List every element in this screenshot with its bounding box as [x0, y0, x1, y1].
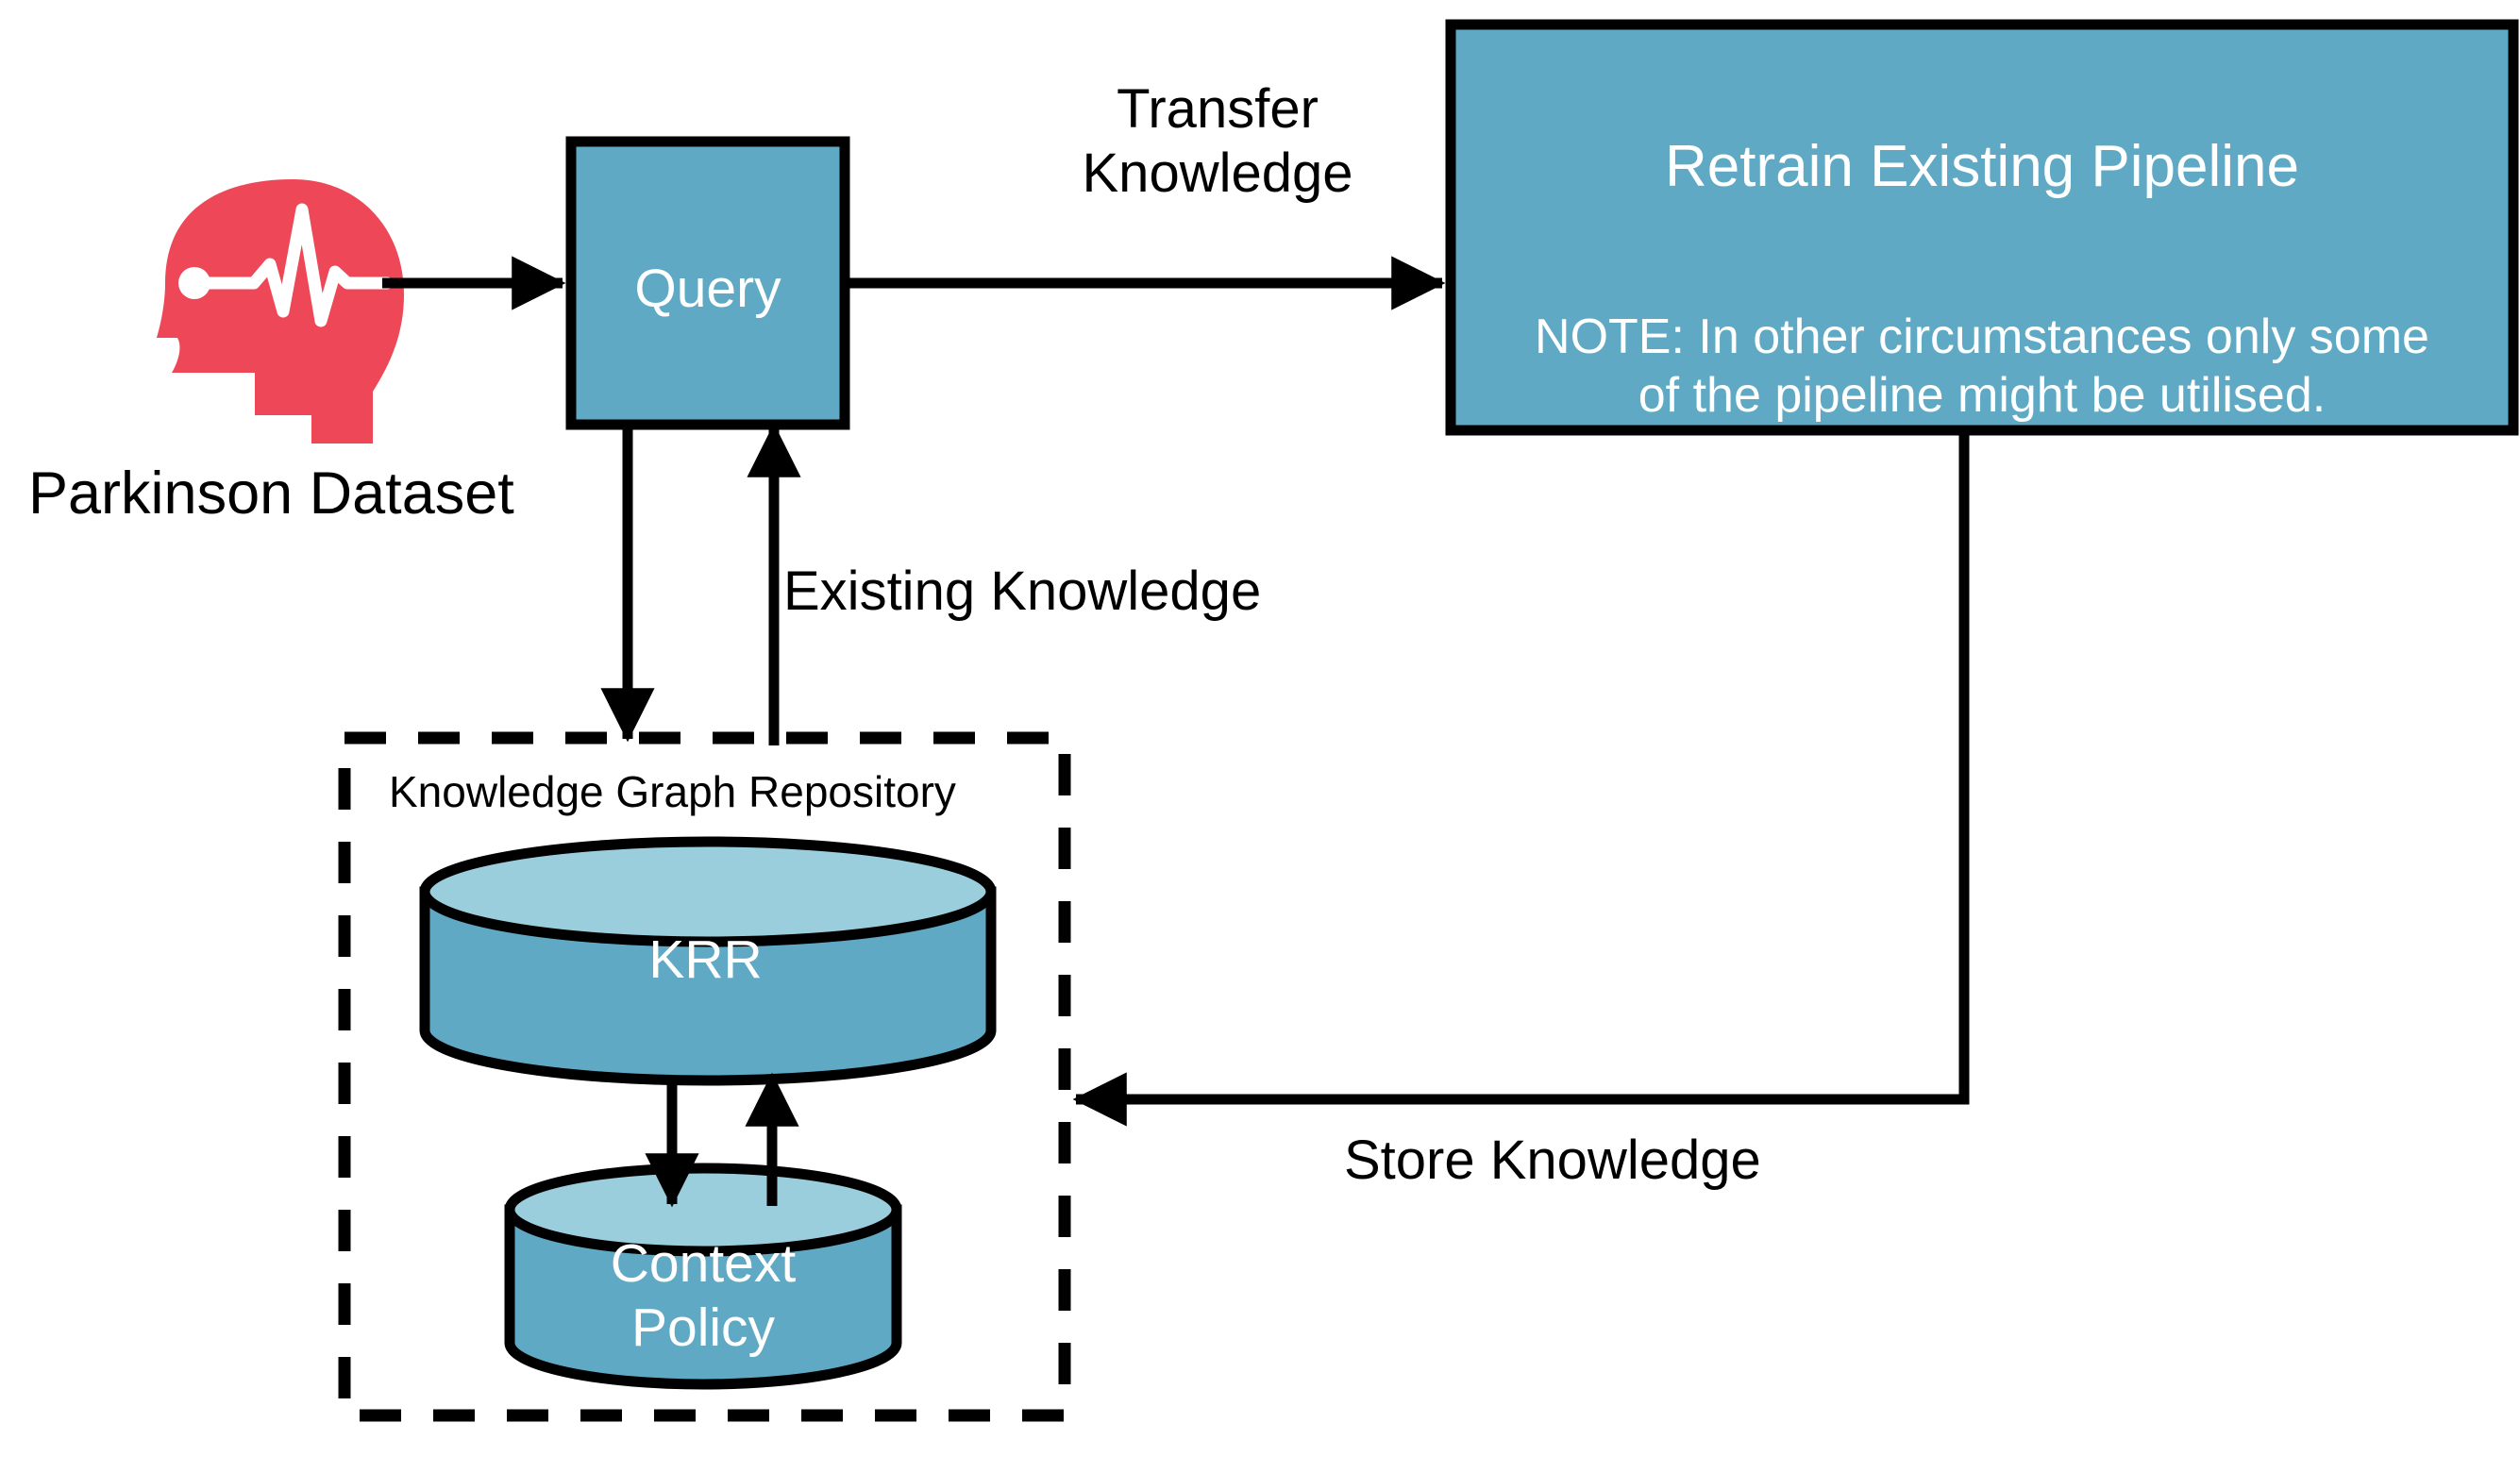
edge-pipeline-to-repository [1072, 430, 1970, 1127]
head-pulse-icon [157, 179, 404, 444]
edge-label-transfer-knowledge: Transfer Knowledge [1082, 78, 1353, 205]
knowledge-graph-repository-container [338, 731, 1071, 1422]
context-policy-node-label: Context Policy [610, 1233, 797, 1359]
krr-cylinder [419, 836, 997, 1086]
knowledge-graph-repository-label: Knowledge Graph Repository [389, 767, 956, 816]
krr-node-label: KRR [648, 929, 763, 990]
query-node-label: Query [634, 259, 781, 319]
pipeline-node-title: Retrain Existing Pipeline [1664, 134, 2299, 199]
context-policy-cylinder [504, 1163, 902, 1390]
pipeline-node-note: NOTE: In other circumstances only some o… [1535, 310, 2429, 424]
query-node [565, 136, 850, 430]
edge-label-existing-knowledge: Existing Knowledge [783, 561, 1262, 622]
edge-label-store-knowledge: Store Knowledge [1344, 1130, 1761, 1191]
dataset-caption: Parkinson Dataset [28, 460, 514, 527]
pipeline-node [1445, 19, 2519, 436]
